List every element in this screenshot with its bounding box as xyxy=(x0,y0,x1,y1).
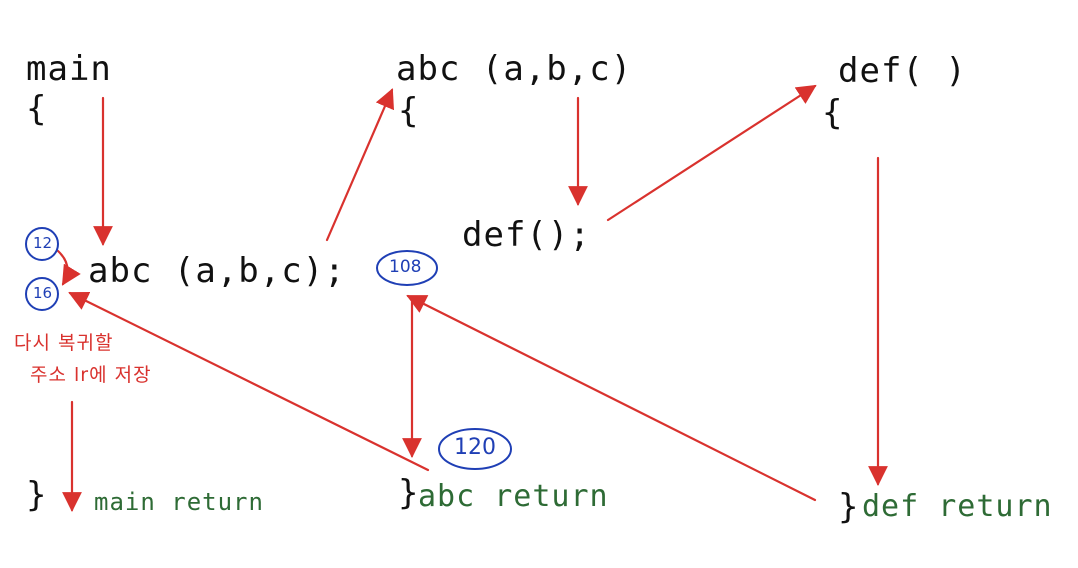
note-line-2: 주소 lr에 저장 xyxy=(30,364,152,386)
arrow-12-to-16 xyxy=(56,249,81,286)
def-definition: def( ) xyxy=(838,51,967,91)
def-open-brace: { xyxy=(822,93,843,133)
circled-number-16: 16 xyxy=(33,284,53,302)
arrow-abc-return-to-16 xyxy=(68,291,430,472)
note-line-1: 다시 복귀할 xyxy=(14,332,114,354)
main-close-brace: } xyxy=(26,475,47,515)
circle-16 xyxy=(25,277,59,311)
circled-number-120: 120 xyxy=(454,435,496,460)
arrow-def-call-to-def-def xyxy=(606,84,817,222)
main-return-label: main return xyxy=(94,488,264,516)
def-return-label: def return xyxy=(862,489,1053,524)
abc-close-brace: } xyxy=(398,473,419,513)
abc-definition: abc (a,b,c) xyxy=(396,49,633,89)
circled-number-12: 12 xyxy=(33,234,53,252)
def-close-brace: } xyxy=(838,487,859,527)
def-call-statement: def(); xyxy=(462,215,591,255)
abc-open-brace: { xyxy=(398,91,419,131)
main-label: main xyxy=(26,49,112,89)
circle-12 xyxy=(25,227,59,261)
abc-return-label: abc return xyxy=(418,479,609,514)
circle-120 xyxy=(438,428,512,470)
arrow-def-return-to-108 xyxy=(406,294,817,502)
circled-number-108: 108 xyxy=(389,257,422,277)
main-open-brace: { xyxy=(26,89,47,129)
circle-108 xyxy=(376,250,438,286)
abc-call-statement: abc (a,b,c); xyxy=(88,251,346,291)
arrow-abc-call-to-abc-def xyxy=(325,88,394,242)
